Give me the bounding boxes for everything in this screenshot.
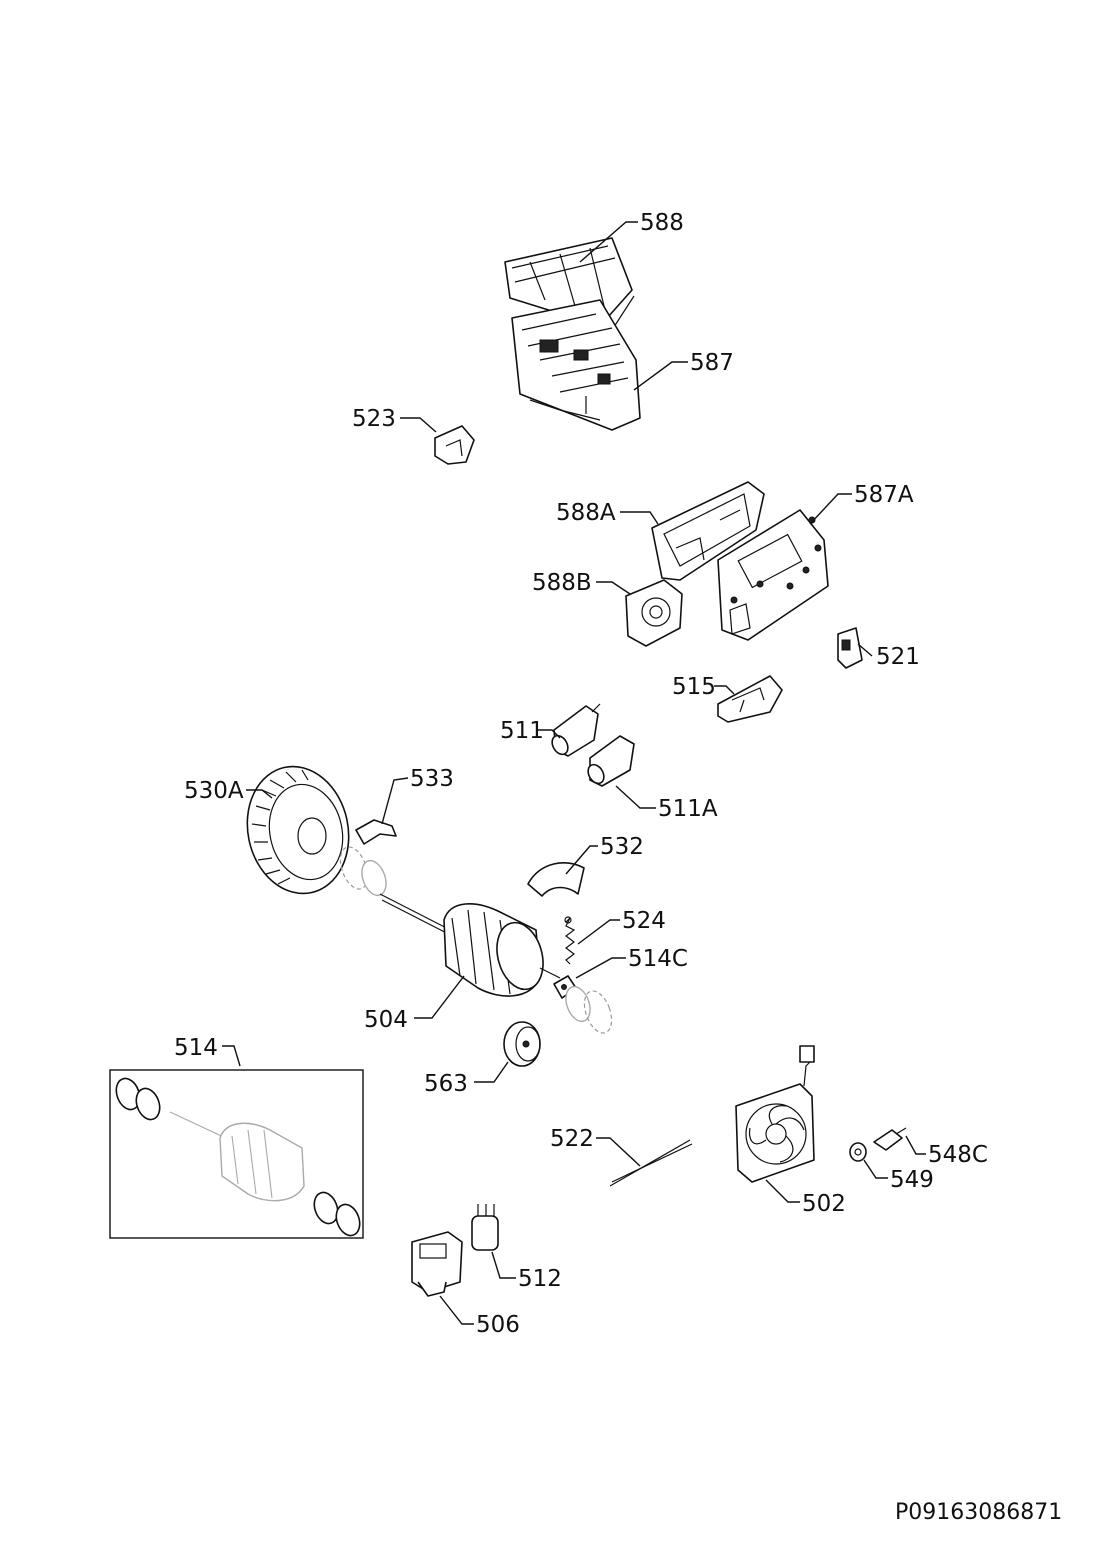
label-588A: 588A — [556, 500, 616, 526]
label-511A: 511A — [658, 796, 718, 822]
part-549-nut[interactable] — [849, 1142, 867, 1162]
part-524-spring[interactable] — [564, 916, 576, 965]
part-587A-board[interactable] — [717, 509, 829, 641]
part-504-motor[interactable] — [379, 893, 561, 997]
label-511: 511 — [500, 718, 544, 744]
label-514: 514 — [174, 1035, 218, 1061]
document-reference: P09163086871 — [895, 1500, 1063, 1525]
part-532-motor-cover[interactable] — [527, 862, 585, 897]
label-515: 515 — [672, 674, 716, 700]
label-533: 533 — [410, 766, 454, 792]
part-588A-frame[interactable] — [651, 481, 765, 581]
label-522: 522 — [550, 1126, 594, 1152]
part-533-bracket[interactable] — [355, 819, 397, 845]
label-549: 549 — [890, 1167, 934, 1193]
label-524: 524 — [622, 908, 666, 934]
label-514C: 514C — [628, 946, 688, 972]
part-511-capacitor[interactable] — [549, 703, 601, 757]
label-504: 504 — [364, 1007, 408, 1033]
part-587-control-unit[interactable] — [511, 299, 641, 431]
label-563: 563 — [424, 1071, 468, 1097]
label-587: 587 — [690, 350, 734, 376]
part-506-pump[interactable] — [411, 1231, 463, 1297]
part-530A-fan-wheel[interactable] — [236, 757, 360, 903]
label-588: 588 — [640, 210, 684, 236]
label-532: 532 — [600, 834, 644, 860]
label-521: 521 — [876, 644, 920, 670]
label-587A: 587A — [854, 482, 914, 508]
part-522-sensor[interactable] — [609, 1139, 693, 1187]
part-548C-sensor[interactable] — [873, 1127, 907, 1151]
part-511A-capacitor[interactable] — [585, 735, 635, 787]
part-521-switch[interactable] — [837, 627, 863, 669]
part-588B-knob-housing[interactable] — [625, 579, 683, 647]
label-530A: 530A — [184, 778, 244, 804]
label-588B: 588B — [532, 570, 592, 596]
label-512: 512 — [518, 1266, 562, 1292]
label-523: 523 — [352, 406, 396, 432]
part-512-filter[interactable] — [471, 1204, 499, 1251]
label-548C: 548C — [928, 1142, 988, 1168]
part-514-bearing-kit-box[interactable] — [109, 1069, 364, 1239]
part-515-lock[interactable] — [717, 675, 783, 723]
part-523-clip[interactable] — [434, 425, 475, 465]
part-563-pulley[interactable] — [503, 1021, 541, 1067]
label-502: 502 — [802, 1191, 846, 1217]
part-502-cooling-fan[interactable] — [735, 1045, 815, 1183]
label-506: 506 — [476, 1312, 520, 1338]
